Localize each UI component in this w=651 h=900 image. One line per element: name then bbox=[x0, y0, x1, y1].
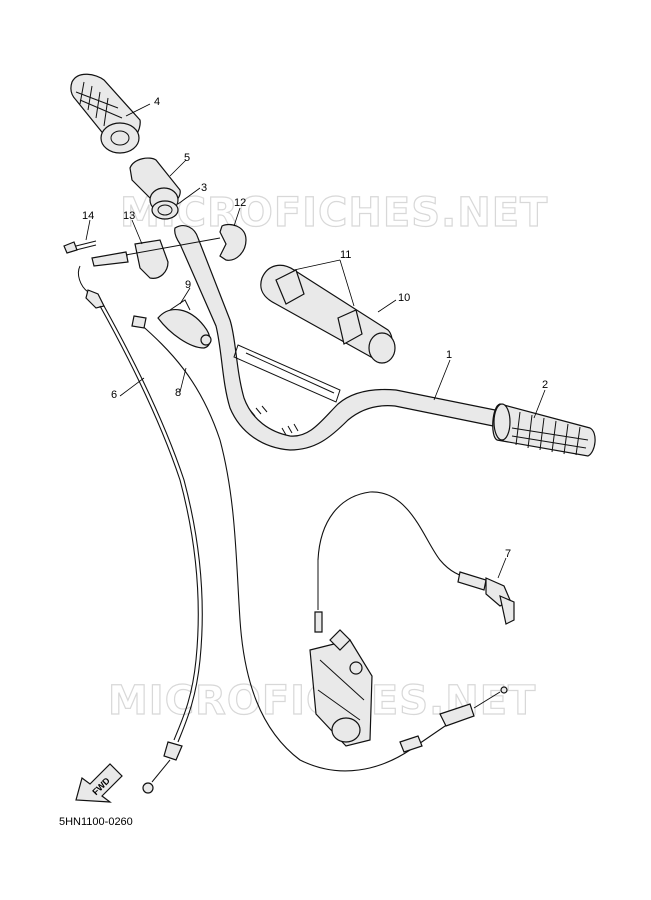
callout-14: 14 bbox=[82, 210, 94, 222]
throttle-cable-fitting bbox=[77, 251, 129, 309]
callout-12: 12 bbox=[234, 197, 246, 209]
callout-5: 5 bbox=[184, 152, 190, 164]
carburetor bbox=[309, 629, 373, 747]
callout-2: 2 bbox=[542, 379, 548, 391]
clamp-12 bbox=[219, 223, 247, 261]
cable-6-end bbox=[142, 741, 183, 794]
callout-11: 11 bbox=[340, 249, 351, 261]
screw-14 bbox=[63, 240, 97, 254]
callout-1: 1 bbox=[446, 349, 452, 361]
callout-8: 8 bbox=[175, 387, 181, 399]
callout-9: 9 bbox=[185, 279, 191, 291]
cable-8 bbox=[137, 321, 449, 772]
callout-13: 13 bbox=[123, 210, 135, 222]
leader-lines bbox=[85, 103, 546, 579]
collar bbox=[151, 200, 179, 220]
cable-8-fittings bbox=[131, 315, 508, 753]
choke-lever bbox=[157, 299, 212, 349]
cable-7 bbox=[317, 491, 471, 579]
callout-7: 7 bbox=[505, 548, 511, 560]
strap-11 bbox=[275, 269, 363, 345]
cable-6 bbox=[99, 305, 203, 743]
part-code: 5HN1100-0260 bbox=[59, 816, 133, 828]
callout-10: 10 bbox=[398, 292, 410, 304]
fwd-arrow-icon: FWD bbox=[75, 763, 123, 803]
handlebar bbox=[174, 225, 506, 451]
cable-7-fittings bbox=[314, 560, 515, 633]
callout-4: 4 bbox=[154, 96, 160, 108]
callout-6: 6 bbox=[111, 389, 117, 401]
grip-right bbox=[492, 403, 596, 457]
grip-left bbox=[70, 73, 141, 154]
callout-3: 3 bbox=[201, 182, 207, 194]
